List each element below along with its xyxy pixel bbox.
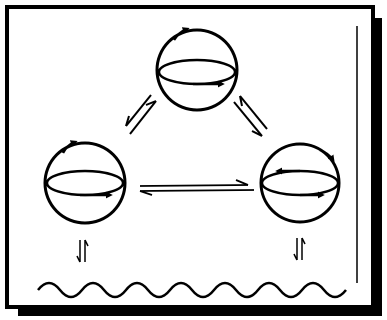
frame [7,7,373,307]
